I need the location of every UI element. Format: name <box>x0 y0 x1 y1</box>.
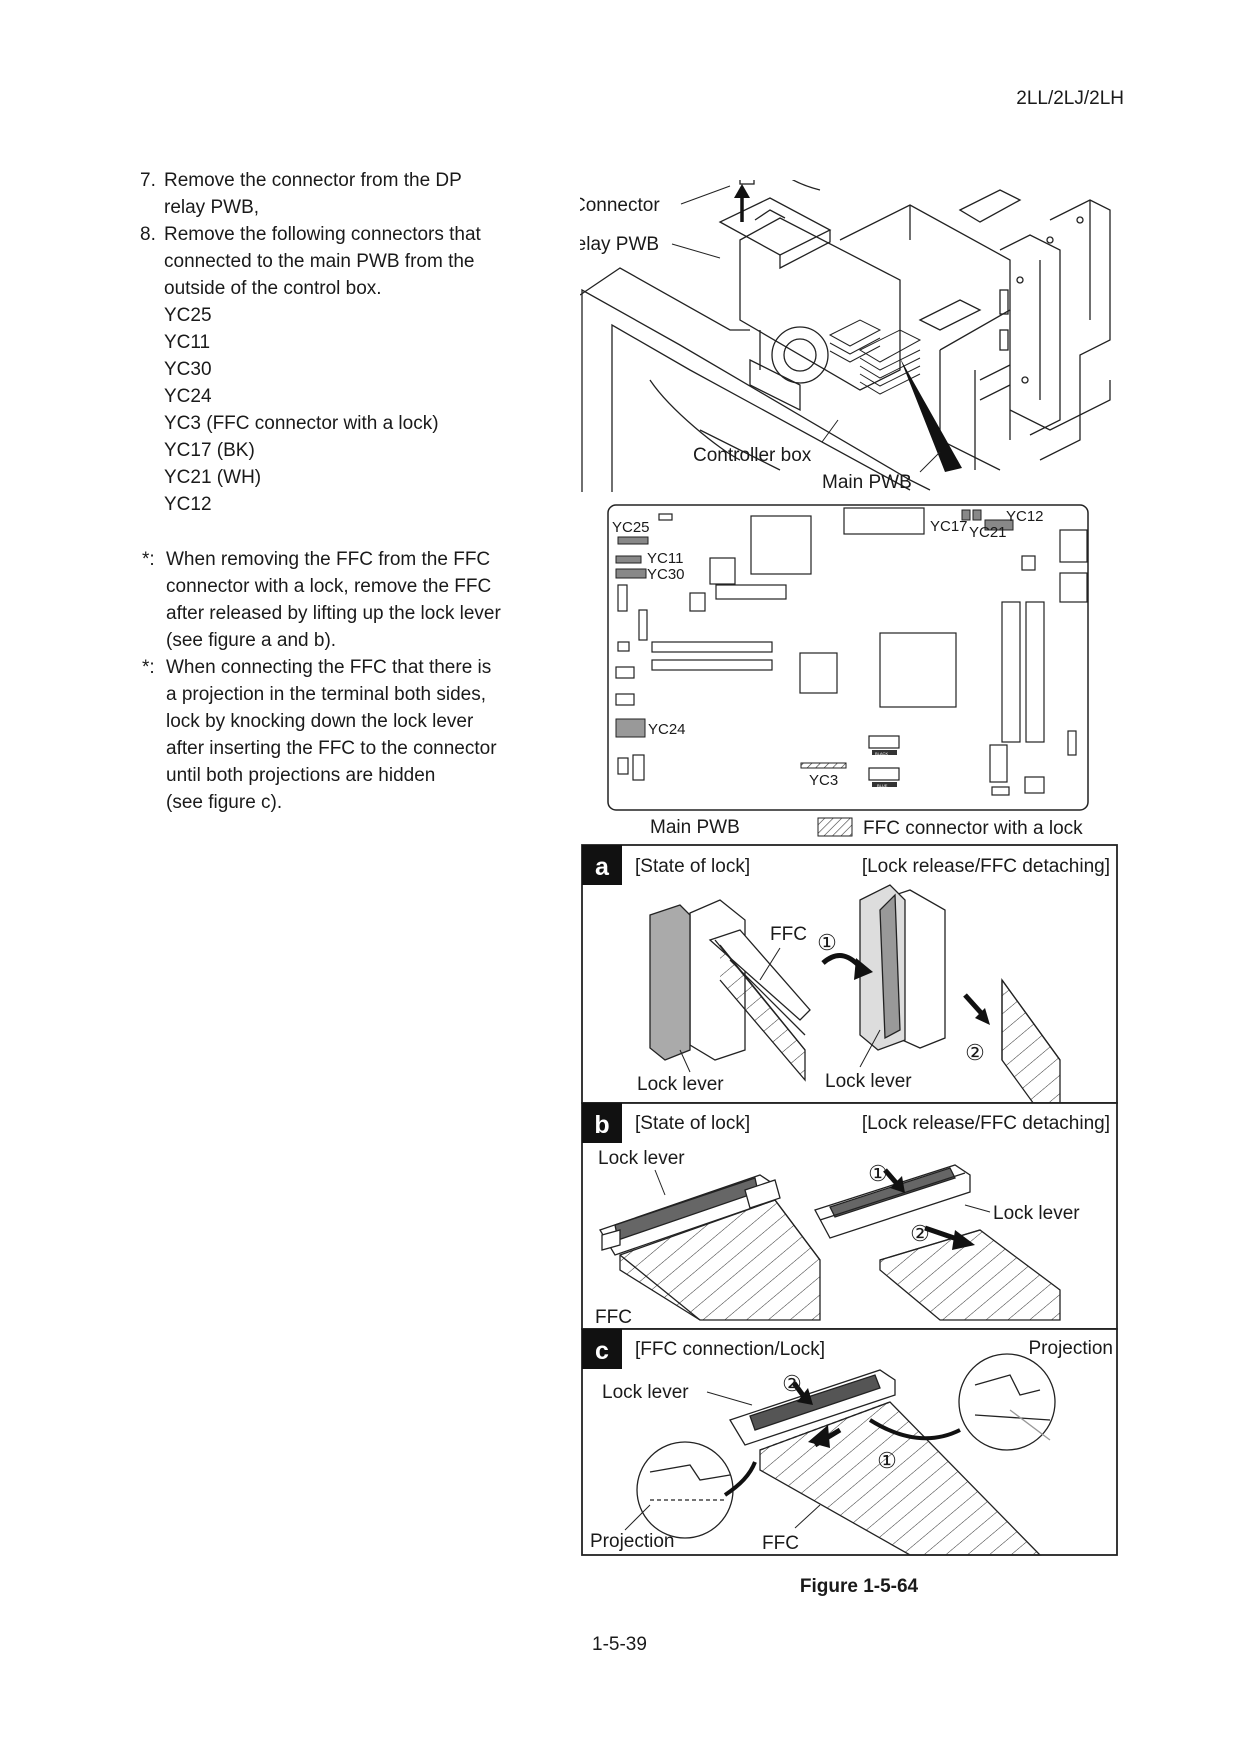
panel-b-ffc-label: FFC <box>595 1307 632 1328</box>
note-line: (see figure a and b). <box>166 630 337 651</box>
page-number: 1-5-39 <box>592 1634 647 1655</box>
panel-c-title: [FFC connection/Lock] <box>635 1339 825 1360</box>
black-label: BLACK <box>875 751 888 756</box>
connector-list-item: YC21 (WH) <box>164 467 262 488</box>
step-number: 7. <box>140 170 156 191</box>
note-line: connector with a lock, remove the FFC <box>166 576 492 597</box>
note-line: (see figure c). <box>166 792 283 813</box>
document-model-code: 2LL/2LJ/2LH <box>1016 88 1124 109</box>
ffc-lock-legend-text: FFC connector with a lock <box>863 818 1083 839</box>
blue-label: BLUE <box>877 783 888 788</box>
arrowhead-icon <box>734 184 750 198</box>
connector-list-item: YC12 <box>164 494 212 515</box>
notes: *: When removing the FFC from the FFC co… <box>142 546 542 816</box>
panel-c-step2: ② <box>782 1371 802 1396</box>
step-number: 8. <box>140 224 156 245</box>
panel-a-left-title: [State of lock] <box>635 856 750 877</box>
yc17-label: YC17 <box>930 518 968 535</box>
yc24-label: YC24 <box>648 721 686 738</box>
panel-c-projection-left: Projection <box>590 1531 675 1552</box>
yc3-label: YC3 <box>809 772 838 789</box>
panel-a-ffc-label: FFC <box>770 924 807 945</box>
figure-caption-text: Figure 1-5-64 <box>799 1576 919 1597</box>
yc25-label: YC25 <box>612 519 650 536</box>
note-mark: *: <box>142 549 155 570</box>
zoom-pointer <box>900 358 962 472</box>
panel-b-lock-lever-left: Lock lever <box>598 1148 685 1169</box>
note-line: after inserting the FFC to the connector <box>166 738 497 759</box>
main-pwb-board: YC25 YC11 YC30 YC24 YC3 YC17 YC21 YC12 B… <box>607 504 1089 811</box>
step-7: 7. Remove the connector from the DP rela… <box>140 167 540 221</box>
figure-caption: Figure 1-5-64 <box>0 1576 1242 1598</box>
panel-c-lock-lever: Lock lever <box>602 1382 689 1403</box>
panel-a-lock-lever-left: Lock lever <box>637 1074 724 1095</box>
connector-label: Connector <box>580 195 660 216</box>
yc30-label: YC30 <box>647 566 685 583</box>
figure-svg: Connector DP relay PWB Controller box Ma… <box>538 155 1118 1556</box>
step-text-line: outside of the control box. <box>164 278 382 299</box>
step-text-line: Remove the connector from the DP <box>164 170 462 191</box>
step-text-line: relay PWB, <box>164 197 260 218</box>
connector-list-item: YC17 (BK) <box>164 440 255 461</box>
panel-a-lock-lever-right: Lock lever <box>825 1071 912 1092</box>
step-text-line: connected to the main PWB from the <box>164 251 475 272</box>
main-pwb-top-label: Main PWB <box>822 472 912 493</box>
step-8: 8. Remove the following connectors that … <box>140 221 540 302</box>
panel-a-step2: ② <box>965 1040 985 1065</box>
figure-1-5-64: Connector DP relay PWB Controller box Ma… <box>538 155 1120 1560</box>
connector-list-item: YC24 <box>164 386 212 407</box>
note-item: *: When connecting the FFC that there is… <box>142 654 542 816</box>
note-mark: *: <box>142 657 155 678</box>
connector-list: YC25 YC11 YC30 YC24 YC3 (FFC connector w… <box>140 302 540 518</box>
yc11-label: YC11 <box>647 550 683 567</box>
panel-b: b [State of lock] [Lock release/FFC deta… <box>581 1102 1118 1330</box>
panel-b-step1: ① <box>868 1161 888 1186</box>
note-line: When removing the FFC from the FFC <box>166 549 491 570</box>
main-pwb-caption: Main PWB <box>650 817 740 838</box>
connector-list-item: YC11 <box>164 332 211 353</box>
note-line: lock by knocking down the lock lever <box>166 711 474 732</box>
note-line: after released by lifting up the lock le… <box>166 603 501 624</box>
note-line: When connecting the FFC that there is <box>166 657 492 678</box>
connector-list-item: YC30 <box>164 359 212 380</box>
panel-c: c [FFC connection/Lock] Projection Lock … <box>581 1328 1118 1556</box>
panel-b-lock-lever-right: Lock lever <box>993 1203 1080 1224</box>
note-item: *: When removing the FFC from the FFC co… <box>142 546 542 654</box>
connector-list-item: YC25 <box>164 305 212 326</box>
panel-a: a [State of lock] [Lock release/FFC deta… <box>581 844 1118 1143</box>
ffc-lock-legend-swatch <box>817 817 853 837</box>
note-line: a projection in the terminal both sides, <box>166 684 487 705</box>
panel-c-letter: c <box>595 1337 609 1365</box>
panel-b-right-title: [Lock release/FFC detaching] <box>862 1113 1110 1134</box>
panel-b-step2: ② <box>910 1221 930 1246</box>
panel-c-projection-right: Projection <box>1029 1338 1114 1359</box>
panel-c-ffc-label: FFC <box>762 1533 799 1554</box>
panel-a-step1: ① <box>817 930 837 955</box>
dp-relay-pwb-label: DP relay PWB <box>580 234 659 255</box>
connector-list-item: YC3 (FFC connector with a lock) <box>164 413 439 434</box>
panel-a-right-title: [Lock release/FFC detaching] <box>862 856 1110 877</box>
yc3-ffc-connector <box>800 762 847 769</box>
panel-b-letter: b <box>594 1111 609 1139</box>
machine-illustration <box>579 155 1111 492</box>
procedure-steps: 7. Remove the connector from the DP rela… <box>140 167 540 518</box>
yc21-label: YC21 <box>969 524 1007 541</box>
panel-b-left-title: [State of lock] <box>635 1113 750 1134</box>
step-text-line: Remove the following connectors that <box>164 224 481 245</box>
yc12-label: YC12 <box>1006 508 1044 525</box>
panel-c-step1: ① <box>877 1448 897 1473</box>
note-line: until both projections are hidden <box>166 765 436 786</box>
panel-a-letter: a <box>595 853 610 881</box>
controller-box-label: Controller box <box>693 445 812 466</box>
